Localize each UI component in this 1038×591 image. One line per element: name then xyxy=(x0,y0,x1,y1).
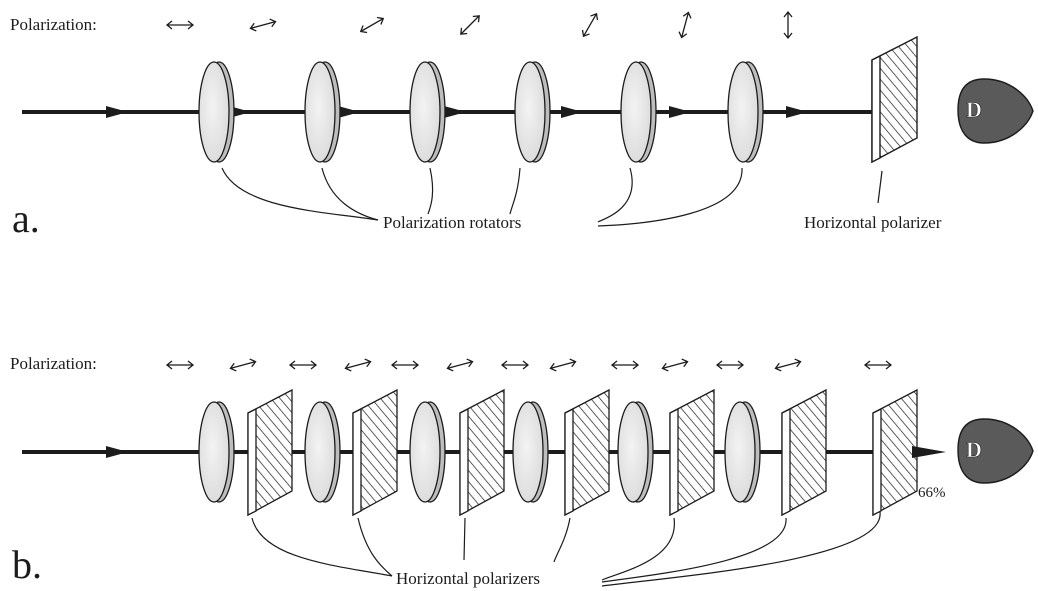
polarization-rotators xyxy=(198,61,764,163)
polarization-rotator xyxy=(304,401,341,503)
transmission-label: 66% xyxy=(918,485,946,501)
section-label-a: a. xyxy=(12,196,40,241)
polarization-rotator xyxy=(409,401,446,503)
polarization-arrow-icon xyxy=(581,12,599,38)
output-arrow xyxy=(912,446,946,458)
polarization-arrows-a xyxy=(165,10,793,40)
horizontal-polarizer xyxy=(872,388,918,517)
horizontal-polarizer xyxy=(247,388,293,517)
polarization-rotator xyxy=(409,61,446,163)
polarization-arrow-icon xyxy=(344,358,372,372)
polarization-rotator xyxy=(198,61,235,163)
polarization-arrow-icon xyxy=(715,360,745,370)
polarization-arrow-icon xyxy=(774,358,802,372)
polarization-label: Polarization: xyxy=(10,354,97,373)
section-label-b: b. xyxy=(12,542,42,587)
polarization-arrow-icon xyxy=(165,360,195,370)
polarization-rotator xyxy=(514,61,551,163)
polarization-rotator xyxy=(512,401,549,503)
detector: D xyxy=(957,78,1034,144)
polarization-rotator xyxy=(724,401,761,503)
polarizer-label: Horizontal polarizer xyxy=(804,213,942,232)
beam-arrowhead xyxy=(786,106,808,118)
polarization-arrow-icon xyxy=(359,16,385,34)
polarization-arrow-icon xyxy=(863,360,893,370)
polarization-arrow-icon xyxy=(500,360,530,370)
beam-arrowhead xyxy=(561,106,583,118)
polarization-rotator xyxy=(304,61,341,163)
detector: D xyxy=(957,418,1034,484)
horizontal-polarizer xyxy=(459,388,505,517)
polarization-rotator xyxy=(727,61,764,163)
polarization-arrow-icon xyxy=(460,15,480,35)
rotators-and-polarizers xyxy=(198,388,918,517)
polarization-arrow-icon xyxy=(165,20,195,30)
polarization-label: Polarization: xyxy=(10,15,97,34)
beam-arrowhead xyxy=(106,106,128,118)
polarization-arrow-icon xyxy=(610,360,640,370)
polarization-arrow-icon xyxy=(678,11,692,39)
beam-arrowhead xyxy=(669,106,691,118)
polarization-arrow-icon xyxy=(549,358,577,372)
polarizers-label: Horizontal polarizers xyxy=(396,569,540,588)
detector-label: D xyxy=(966,97,982,122)
polarization-arrow-icon xyxy=(661,358,689,372)
polarization-arrow-icon xyxy=(288,360,318,370)
beam-arrowhead xyxy=(444,106,466,118)
horizontal-polarizer xyxy=(669,388,715,517)
horizontal-polarizer xyxy=(352,388,398,517)
polarization-arrow-icon xyxy=(249,18,277,32)
polarization-arrows-b xyxy=(165,358,893,372)
rotator-callout-lines xyxy=(221,167,883,227)
horizontal-polarizer xyxy=(781,388,827,517)
polarization-rotator xyxy=(198,401,235,503)
polarization-arrow-icon xyxy=(446,358,474,372)
polarization-rotator xyxy=(620,61,657,163)
polarization-arrow-icon xyxy=(229,358,257,372)
panel-a: Polarization: D Polarization rotators xyxy=(10,10,1034,241)
horizontal-polarizer xyxy=(564,388,610,517)
beam-arrowhead xyxy=(106,446,128,458)
polarization-rotator xyxy=(617,401,654,503)
polarization-arrow-icon xyxy=(390,360,420,370)
rotators-label: Polarization rotators xyxy=(383,213,521,232)
beam-arrowhead xyxy=(338,106,360,118)
polarization-arrow-icon xyxy=(783,10,793,40)
polarizer-callout-lines xyxy=(251,511,881,587)
panel-b: Polarization: D 66% Horizontal polarizer… xyxy=(10,354,1034,588)
detector-label: D xyxy=(966,437,982,462)
horizontal-polarizer xyxy=(871,35,918,164)
